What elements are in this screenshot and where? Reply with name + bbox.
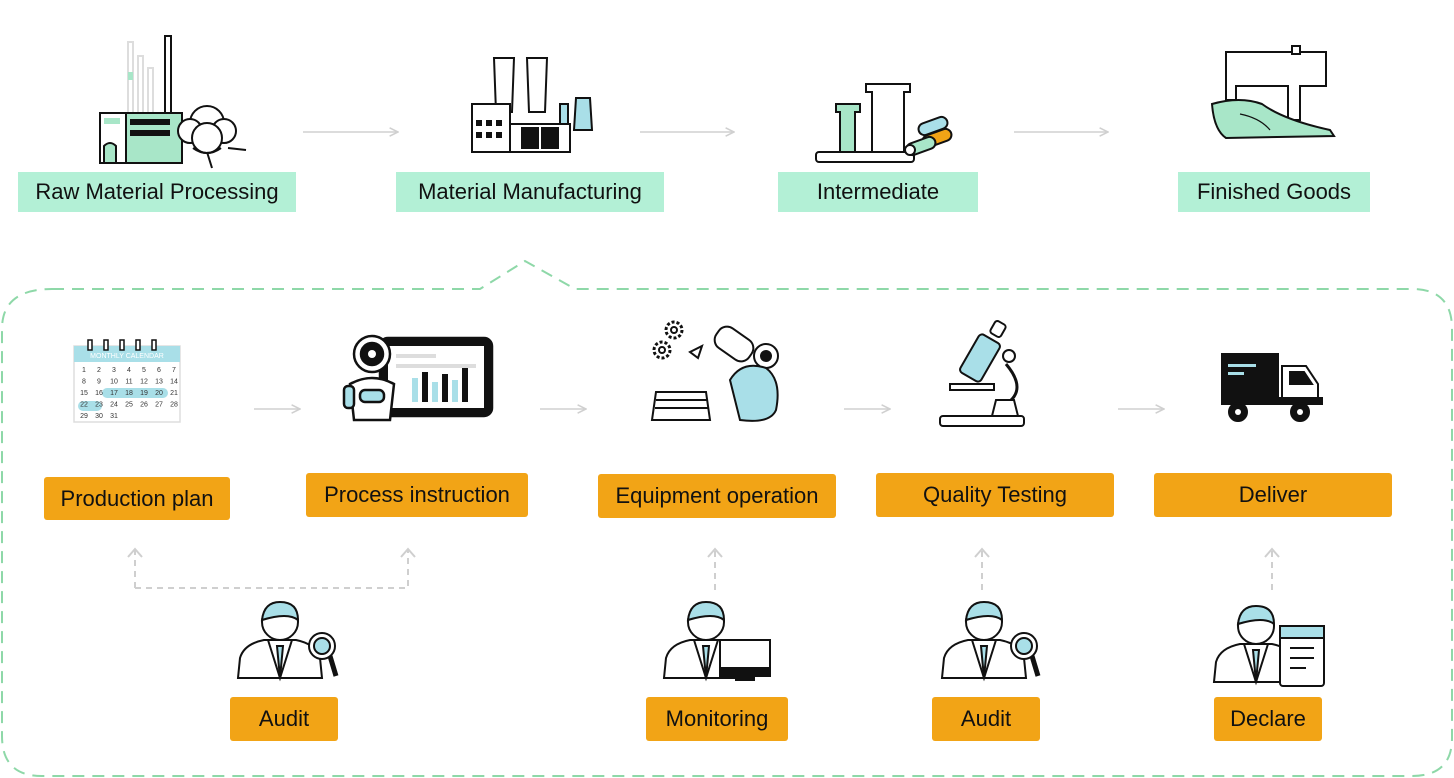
calendar-day: 27 — [155, 402, 163, 409]
detail-container-border — [1, 259, 1453, 777]
calendar-day: 5 — [142, 367, 146, 374]
calendar-day: 29 — [80, 413, 88, 420]
auditor-magnifier-icon — [236, 600, 339, 682]
calendar-day: 26 — [140, 402, 148, 409]
calendar-header: MONTHLY CALENDAR — [90, 353, 164, 360]
calendar-day: 2 — [97, 367, 101, 374]
actor-audit: Audit — [230, 697, 338, 741]
calendar-day: 14 — [170, 379, 178, 386]
actor-declare: Declare — [1214, 697, 1322, 741]
calendar-day: 9 — [97, 379, 101, 386]
calendar-day: 12 — [140, 379, 148, 386]
stage-raw-material-processing: Raw Material Processing — [18, 172, 296, 212]
calendar-day: 17 — [110, 390, 118, 397]
calendar-day: 25 — [125, 402, 133, 409]
audit-connector — [134, 550, 409, 589]
step-quality-testing: Quality Testing — [876, 473, 1114, 517]
calendar-day: 31 — [110, 413, 118, 420]
cotton-factory-icon — [99, 35, 247, 169]
calendar-day: 19 — [140, 390, 148, 397]
calendar-day: 6 — [157, 367, 161, 374]
step-equipment-operation: Equipment operation — [598, 474, 836, 518]
calendar-day: 18 — [125, 390, 133, 397]
calendar-day: 15 — [80, 390, 88, 397]
stage-intermediate: Intermediate — [778, 172, 978, 212]
calendar-day: 23 — [95, 402, 103, 409]
sewing-machine-icon — [1210, 45, 1336, 140]
stage-material-manufacturing: Material Manufacturing — [396, 172, 664, 212]
calendar-day: 21 — [170, 390, 178, 397]
calendar-day: 8 — [82, 379, 86, 386]
calendar-day: 30 — [95, 413, 103, 420]
calendar-day: 1 — [82, 367, 86, 374]
robot-dashboard-icon — [342, 334, 494, 422]
actor-audit: Audit — [932, 697, 1040, 741]
calendar-day: 7 — [172, 367, 176, 374]
robotic-arm-icon — [650, 320, 779, 422]
calendar-day: 22 — [80, 402, 88, 409]
calendar-day: 10 — [110, 379, 118, 386]
stage-finished-goods: Finished Goods — [1178, 172, 1370, 212]
microscope-icon — [939, 320, 1025, 427]
calendar-day: 13 — [155, 379, 163, 386]
actor-monitoring: Monitoring — [646, 697, 788, 741]
step-deliver: Deliver — [1154, 473, 1392, 517]
calendar-day: 24 — [110, 402, 118, 409]
step-production-plan: Production plan — [44, 477, 230, 520]
calendar-day: 16 — [95, 390, 103, 397]
step-process-instruction: Process instruction — [306, 473, 528, 517]
auditor-magnifier-icon — [940, 600, 1041, 682]
delivery-truck-icon — [1221, 353, 1323, 422]
declarer-document-icon — [1212, 604, 1325, 687]
calendar-day: 4 — [127, 367, 131, 374]
factory-icon — [471, 57, 594, 153]
calendar-day: 20 — [155, 390, 163, 397]
operator-monitor-icon — [662, 600, 771, 682]
fabric-rolls-icon — [815, 83, 953, 163]
calendar-day: 11 — [125, 379, 132, 386]
calendar-day: 3 — [112, 367, 116, 374]
calendar-day: 28 — [170, 402, 178, 409]
